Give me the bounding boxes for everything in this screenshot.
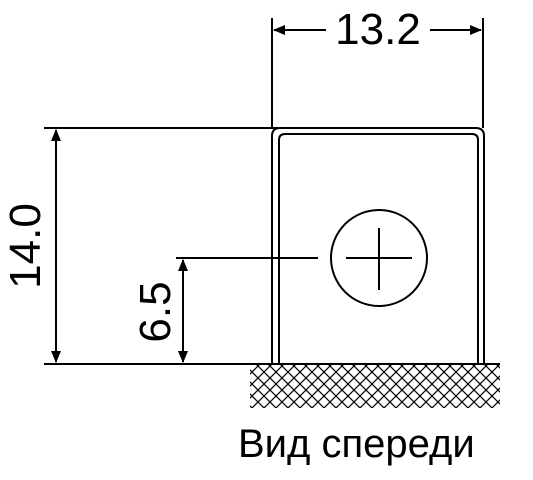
view-caption: Вид спереди xyxy=(238,422,475,466)
terminal-height-dimension-label: 6.5 xyxy=(131,281,180,342)
height-dimension-label: 14.0 xyxy=(1,203,50,289)
ground-hatch xyxy=(250,364,500,408)
terminal-body xyxy=(271,127,485,364)
plus-circle xyxy=(330,209,428,307)
width-dimension xyxy=(271,18,484,128)
height-dimension xyxy=(44,127,278,365)
width-dimension-label: 13.2 xyxy=(335,5,421,54)
plus-icon xyxy=(346,228,412,290)
